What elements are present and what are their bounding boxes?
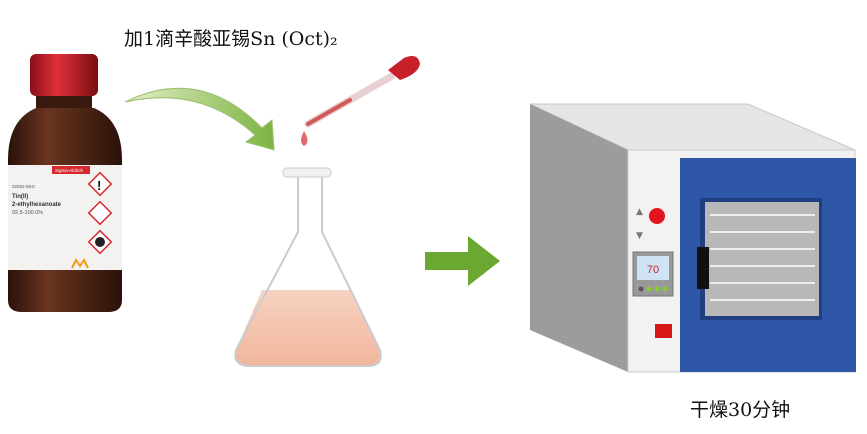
- svg-text:▼: ▼: [636, 231, 643, 241]
- svg-text:▲: ▲: [636, 207, 643, 217]
- erlenmeyer-flask: [234, 167, 382, 367]
- oven-window: [705, 202, 819, 316]
- bottle-name-1: Tin(II): [12, 194, 28, 200]
- drying-label: 干燥30分钟: [690, 399, 791, 421]
- bottle-purity: 92.5-100.0%: [12, 210, 43, 216]
- curved-arrow: [124, 87, 275, 151]
- bottle-brand: Sigma-Aldrich: [55, 168, 84, 173]
- bottle-code: 02052-5KG: [12, 184, 36, 189]
- add-catalyst-label: 加1滴辛酸亚锡Sn (Oct)₂: [124, 28, 338, 50]
- bottle-name-2: 2-ethylhexanoate: [12, 202, 62, 208]
- door-handle: [697, 247, 709, 289]
- svg-text:!: !: [97, 178, 101, 193]
- temperature-display: [637, 256, 669, 280]
- power-switch: [655, 324, 672, 338]
- knob: [649, 208, 665, 224]
- flask-liquid: [235, 290, 381, 366]
- dropper: [301, 56, 420, 146]
- drying-oven: ▲ ▼ 70: [529, 103, 856, 373]
- drop: [301, 131, 308, 146]
- temperature-value: 70: [647, 264, 659, 276]
- reagent-bottle: Sigma-Aldrich 02052-5KG Tin(II) 2-ethylh…: [8, 54, 122, 312]
- process-arrow: [425, 236, 500, 286]
- bottle-cap: [30, 54, 98, 96]
